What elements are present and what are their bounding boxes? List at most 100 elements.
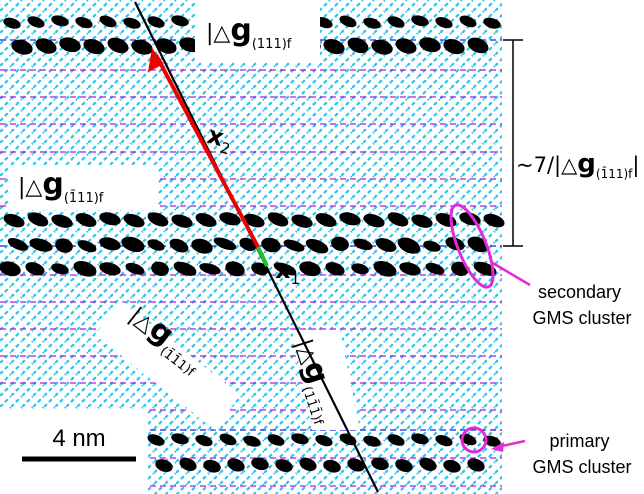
- gms-cluster-dash: [121, 236, 145, 253]
- gms-cluster-dash: [371, 457, 389, 471]
- gms-cluster-dash: [243, 213, 265, 228]
- gms-cluster-dash: [291, 433, 309, 445]
- gms-cluster-dash: [59, 37, 81, 53]
- gms-cluster-dash: [443, 459, 461, 473]
- gms-cluster-dash: [51, 214, 73, 228]
- gms-cluster-dash: [331, 236, 349, 251]
- primary-cluster-pointer: [501, 439, 526, 448]
- gms-cluster-dash: [435, 16, 453, 29]
- gms-cluster-dash: [347, 458, 365, 472]
- gms-cluster-dash: [435, 434, 453, 447]
- gms-cluster-dash: [347, 37, 369, 54]
- gms-cluster-dash: [147, 434, 165, 446]
- gms-cluster-dash: [373, 260, 397, 277]
- gms-cluster-dash: [425, 262, 445, 275]
- scale-bar-label: 4 nm: [52, 425, 105, 452]
- gms-cluster-dash: [411, 433, 429, 445]
- gms-cluster-dash: [219, 212, 241, 226]
- gms-cluster-dash: [339, 15, 357, 28]
- gms-cluster-dash: [213, 237, 237, 251]
- gms-cluster-dash: [155, 459, 173, 473]
- gms-cluster-dash: [323, 459, 341, 473]
- secondary-cluster-pointer: [490, 260, 531, 287]
- gms-cluster-dash: [299, 261, 321, 277]
- gms-cluster-dash: [99, 212, 121, 226]
- gms-cluster-dash: [483, 213, 505, 228]
- gms-cluster-dash: [7, 238, 29, 251]
- gms-cluster-dash: [99, 237, 121, 251]
- gms-cluster-dash: [353, 238, 373, 251]
- gms-cluster-dash: [131, 39, 153, 55]
- primary-cluster-arrowhead: [491, 442, 504, 452]
- gms-cluster-dash: [73, 260, 97, 277]
- gms-cluster-dash: [3, 17, 21, 29]
- gms-cluster-dash: [125, 262, 145, 275]
- gms-cluster-dash: [251, 262, 269, 276]
- gms-cluster-dash: [483, 17, 501, 29]
- gms-cluster-dash: [387, 434, 405, 446]
- gms-cluster-dash: [399, 262, 421, 276]
- gms-cluster-dash: [35, 38, 57, 54]
- gms-cluster-dash: [75, 213, 97, 227]
- gms-cluster-dash: [169, 238, 189, 253]
- gms-cluster-dash: [459, 15, 477, 28]
- gms-cluster-dash: [171, 214, 193, 228]
- label-patch-left: [8, 165, 158, 210]
- gms-cluster-dash: [467, 37, 489, 54]
- gms-cluster-dash: [291, 214, 313, 228]
- gms-cluster-dash: [27, 16, 45, 28]
- gms-cluster-dash: [199, 263, 221, 275]
- gms-cluster-dash: [387, 212, 409, 227]
- gms-cluster-dash: [0, 261, 21, 277]
- gms-cluster-dash: [55, 238, 73, 253]
- lattice-lines: [0, 39, 502, 487]
- gms-cluster-dash: [195, 434, 213, 447]
- gms-cluster-dash: [397, 237, 421, 254]
- gms-cluster-dash: [239, 237, 257, 251]
- gms-cluster-dash: [147, 212, 169, 227]
- label-patch-right: [502, 120, 644, 210]
- gms-cluster-dash: [351, 263, 369, 275]
- gms-cluster-dash: [25, 262, 45, 276]
- gms-cluster-dash: [243, 435, 261, 447]
- gms-cluster-dash: [371, 39, 393, 55]
- gms-cluster-dash: [419, 37, 441, 53]
- gms-cluster-dash: [51, 263, 69, 275]
- gms-cluster-dash: [325, 262, 345, 276]
- gms-cluster-dash: [99, 15, 117, 28]
- gms-cluster-dash: [195, 213, 217, 227]
- gms-cluster-dash: [147, 239, 165, 251]
- gms-cluster-dash: [363, 17, 381, 29]
- gms-cluster-dash: [387, 16, 405, 28]
- gms-cluster-dash: [99, 262, 121, 276]
- gms-cluster-dash: [275, 459, 293, 473]
- gms-cluster-dash: [305, 238, 329, 254]
- gms-cluster-dash: [27, 212, 49, 227]
- gms-cluster-dash: [363, 213, 385, 228]
- gms-cluster-dash: [467, 458, 485, 472]
- gms-cluster-dash: [75, 16, 93, 29]
- vector-x2: [154, 54, 260, 248]
- vector-x2-arrowhead: [148, 48, 164, 72]
- secondary-cluster-ellipse: [449, 203, 495, 289]
- gms-cluster-dash: [227, 458, 245, 472]
- gms-clusters: [0, 15, 505, 473]
- primary-cluster-label: primary GMS cluster: [532, 431, 631, 477]
- gms-cluster-dash: [147, 16, 165, 28]
- gms-cluster-dash: [395, 38, 417, 54]
- gms-cluster-dash: [107, 37, 129, 54]
- gms-cluster-dash: [375, 238, 397, 252]
- gms-cluster-dash: [191, 238, 213, 254]
- gms-cluster-dash: [467, 236, 489, 253]
- gms-cluster-dash: [419, 457, 437, 471]
- gms-cluster-dash: [225, 261, 245, 277]
- gms-cluster-dash: [171, 433, 189, 445]
- gms-cluster-dash: [77, 240, 97, 253]
- gms-cluster-dash: [267, 434, 285, 446]
- gms-cluster-dash: [483, 435, 501, 447]
- gms-cluster-dash: [423, 240, 441, 252]
- gms-cluster-dash: [123, 17, 141, 29]
- gms-cluster-dash: [11, 39, 33, 55]
- secondary-cluster-label: secondary GMS cluster: [532, 282, 631, 328]
